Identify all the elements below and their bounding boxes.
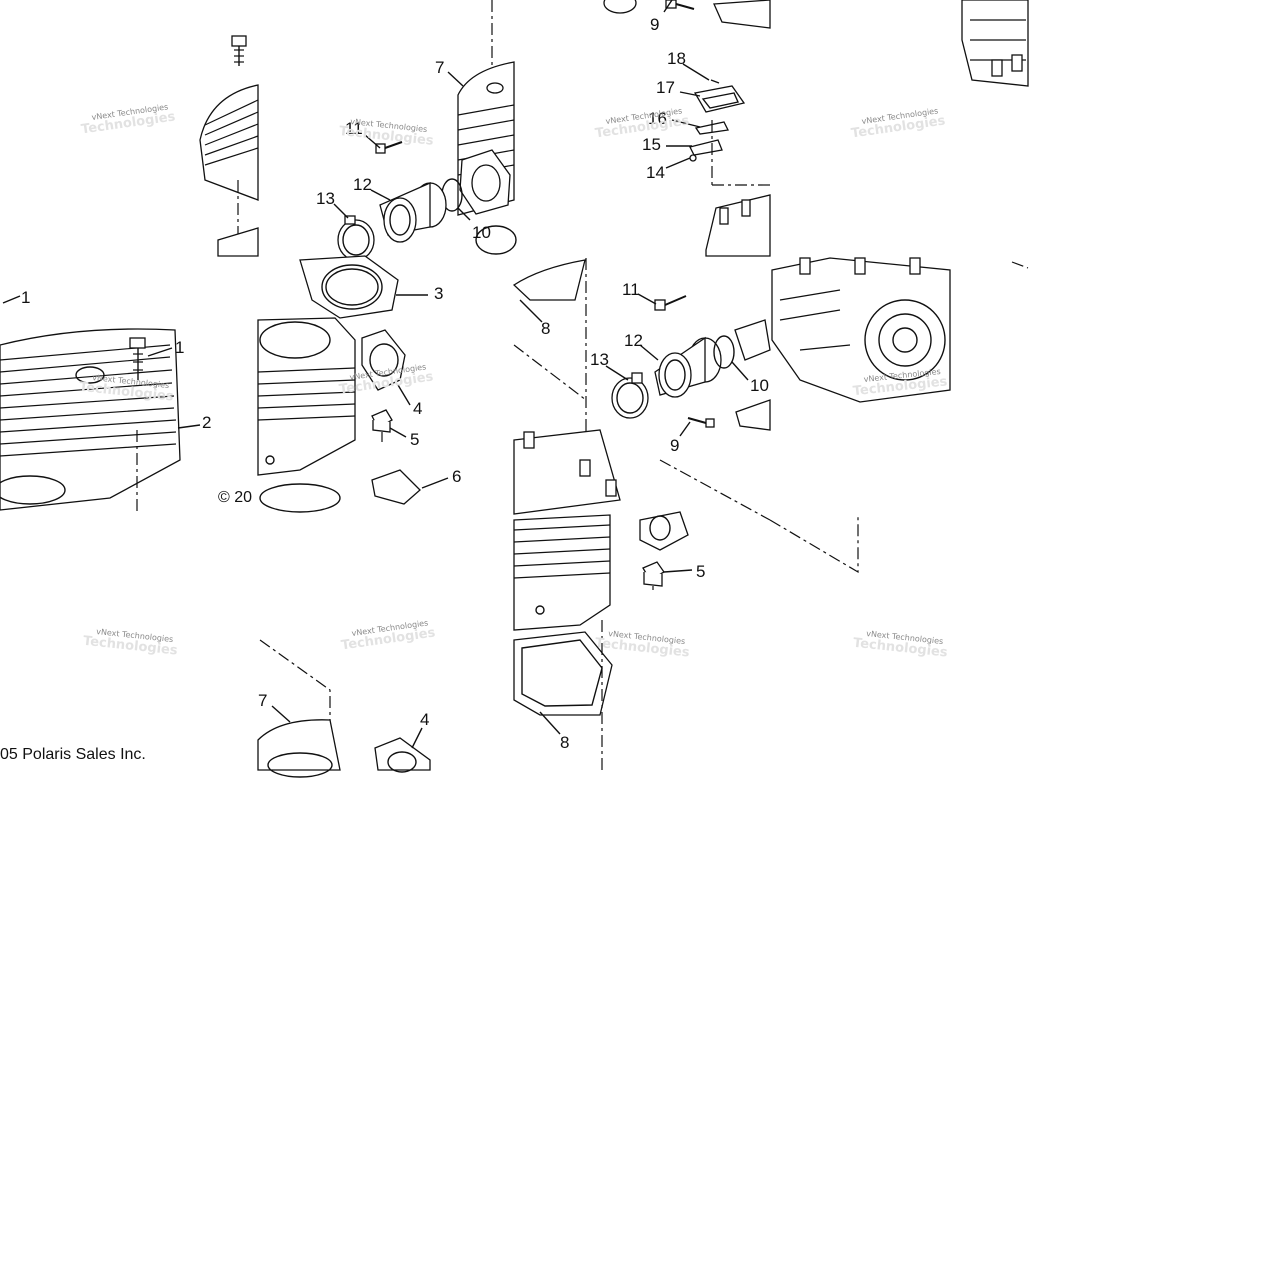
callout-number: 10: [750, 376, 769, 395]
nut-part: [642, 561, 665, 590]
callout-number: 15: [642, 135, 661, 154]
callout-number: 7: [435, 58, 444, 77]
exhaust-gasket-part: [374, 737, 431, 773]
watermark: Technologies vNext Technologies: [852, 629, 948, 661]
intake-boot-part: [654, 336, 722, 398]
tile-intake-manifold: [512, 258, 771, 521]
head-gasket-part: [299, 255, 399, 319]
screw-part: [654, 295, 687, 311]
tile-exhaust-lower: [257, 639, 431, 778]
cylinder-part: [257, 719, 341, 778]
screw-part: [687, 417, 715, 428]
watermark: Technologies vNext Technologies: [82, 627, 178, 659]
callout-number: 9: [670, 436, 679, 455]
tile-cylinder-gasket: [257, 255, 421, 513]
copyright-fragment: © 20: [218, 489, 252, 506]
tile-cylinder-head-middle: [0, 328, 181, 514]
tile-crankcase: [771, 257, 1029, 403]
callout-number: 14: [646, 163, 665, 182]
clamp-part: [337, 215, 375, 261]
callout-number: 1: [175, 338, 184, 357]
tile-crankcase-top: [961, 0, 1029, 87]
cylinder-part: [257, 317, 356, 476]
callout-number: 13: [590, 350, 609, 369]
bolt-part: [129, 337, 146, 380]
screw-part: [665, 0, 695, 10]
watermark: Technologies vNext Technologies: [340, 618, 436, 653]
nut-part: [371, 409, 393, 442]
bracket-part: [371, 469, 421, 505]
callout-number: 18: [667, 49, 686, 68]
tile-cylinder-head-top: [199, 35, 259, 257]
exhaust-gasket-part: [361, 329, 406, 391]
base-gasket-part: [513, 631, 613, 716]
callout-number: 7: [258, 691, 267, 710]
screw-part: [375, 141, 403, 154]
callout-number: 12: [624, 331, 643, 350]
intake-boot-part: [379, 182, 447, 243]
callout-number: 4: [420, 710, 429, 729]
callout-number: 9: [650, 15, 659, 34]
callout-labels: 9 18 17 16 15 14 7 11 12 13 10 1 1 2 3 4…: [21, 15, 769, 752]
clamp-part: [611, 372, 649, 419]
callout-number: 5: [410, 430, 419, 449]
crankcase-part: [771, 257, 951, 403]
callout-number: 5: [696, 562, 705, 581]
callout-number: 11: [622, 280, 640, 299]
callout-number: 13: [316, 189, 335, 208]
watermark: Technologies vNext Technologies: [594, 629, 690, 661]
leader-lines: [2, 0, 749, 749]
copyright-text: 05 Polaris Sales Inc.: [0, 746, 146, 763]
callout-number: 6: [452, 467, 461, 486]
callout-number: 1: [21, 288, 30, 307]
callout-number: 10: [472, 223, 491, 242]
callout-number: 12: [353, 175, 372, 194]
tile-cylinder-lower: [513, 511, 859, 770]
callout-number: 11: [345, 119, 363, 138]
tile-intake-boot-top: [337, 0, 517, 261]
cylinder-part: [513, 514, 611, 631]
callout-number: 17: [656, 78, 675, 97]
callout-number: 4: [413, 399, 422, 418]
callout-number: 3: [434, 284, 443, 303]
cylinder-head-part: [0, 328, 181, 511]
callout-number: 8: [560, 733, 569, 752]
watermark: Technologies vNext Technologies: [338, 117, 434, 149]
callout-number: 8: [541, 319, 550, 338]
watermark: Technologies vNext Technologies: [850, 106, 946, 141]
watermark: Technologies vNext Technologies: [80, 102, 176, 137]
bolt-part: [231, 35, 247, 66]
tile-reed-valve: [603, 0, 771, 257]
callout-number: 2: [202, 413, 211, 432]
callout-number: 16: [648, 109, 667, 128]
cylinder-head-part: [199, 84, 259, 201]
